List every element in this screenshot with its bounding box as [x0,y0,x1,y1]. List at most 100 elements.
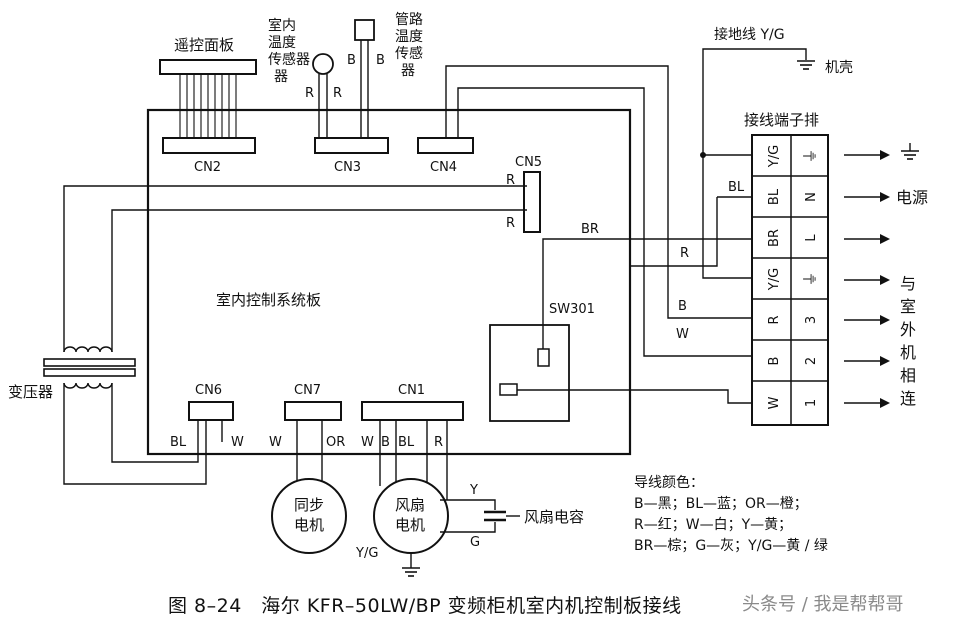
w-wire-label: W [676,327,689,342]
remote-panel-connector [159,59,257,75]
chassis-ground-icon [797,60,815,70]
remote-panel-wires [179,74,237,138]
legend-line-3: BR—棕；G—灰；Y/G—黄 / 绿 [634,537,828,554]
terminal-right-5: 3 [804,316,819,324]
cn6-wire-w: W [231,435,244,450]
sync-motor-label-2: 电机 [294,516,324,534]
pipe-sensor-label-4: 器 [401,63,415,79]
fan-motor-label-2: 电机 [395,516,425,534]
sw301-contact-upper [537,348,550,367]
power-label: 电源 [896,188,928,207]
fan-motor-label-1: 风扇 [395,496,425,514]
br-wire-label: BR [581,222,599,237]
cn2-label: CN2 [194,160,221,175]
terminal-right-1: ⏚ [801,148,819,163]
sw301-contact-lower [499,383,518,396]
remote-panel-label: 遥控面板 [174,36,234,54]
terminal-right-2: N [804,192,819,202]
pipe-sensor-wire-b1: B [347,53,356,68]
cn4-label: CN4 [430,160,457,175]
sw301-label: SW301 [549,302,595,317]
room-sensor-label-3: 传感器 [268,51,310,68]
sync-motor-icon [271,478,347,554]
cn1-wire-b: B [381,435,390,450]
cn6-connector [188,401,234,421]
room-sensor-wire-r2: R [333,86,342,101]
fan-cap-label: 风扇电容 [524,508,584,526]
room-sensor-label-1: 室内 [268,17,296,34]
terminal-left-7: W [767,396,782,409]
cn5-wire-r1: R [506,173,515,188]
cn1-wire-bl: BL [398,435,415,450]
control-board-outline [146,108,632,456]
legend-title: 导线颜色： [634,474,704,491]
cn4-connector [417,137,474,154]
sync-motor-label-1: 同步 [294,496,324,514]
cn6-label: CN6 [195,383,222,398]
chassis-label: 机壳 [825,59,853,76]
terminal-strip-label: 接线端子排 [744,111,819,129]
fan-cap-wire-g: G [470,535,480,550]
pipe-sensor-label-1: 管路 [395,12,423,28]
cn7-connector [284,401,342,421]
bl-wire-label: BL [728,180,745,195]
legend-line-2: R—红；W—白；Y—黄； [634,516,792,533]
outdoor-label-3: 外 [900,320,916,339]
ground-wire-label: 接地线 Y/G [714,26,785,43]
terminal-output-arrows [844,150,890,408]
earth-ground-icon [901,143,919,160]
control-board-label: 室内控制系统板 [216,291,321,309]
cn5-wire-r2: R [506,216,515,231]
cn1-wire-w: W [361,435,374,450]
cn3-connector [314,137,389,154]
pipe-sensor-wire-b2: B [376,53,385,68]
terminal-left-6: B [767,357,782,366]
terminal-right-4: ⏚ [801,271,819,286]
terminal-strip [751,134,829,426]
cn3-label: CN3 [334,160,361,175]
pipe-sensor-label-3: 传感 [395,45,423,62]
cn1-label: CN1 [398,383,425,398]
sw301-box [489,324,570,422]
cn7-label: CN7 [294,383,321,398]
outdoor-label-5: 相 [900,366,916,385]
terminal-left-3: BR [767,229,782,247]
room-sensor-label-4: 器 [274,69,288,85]
transformer-icon [43,346,136,389]
terminal-right-7: 1 [804,399,819,407]
figure-caption: 图 8–24 海尔 KFR–50LW/BP 变频柜机室内机控制板接线 [168,595,682,617]
fan-ground-icon [402,567,420,577]
terminal-left-4: Y/G [767,268,782,291]
room-temp-sensor-icon [312,53,334,75]
room-sensor-label-2: 温度 [268,35,296,51]
watermark: 头条号 / 我是帮帮哥 [742,594,904,615]
fan-capacitor-icon [484,510,506,522]
cn1-connector [361,401,464,421]
pipe-sensor-label-2: 温度 [395,29,423,45]
transformer-label: 变压器 [8,383,53,401]
terminal-left-2: BL [767,188,782,205]
terminal-left-1: Y/G [767,145,782,168]
cn6-wire-bl: BL [170,435,187,450]
outdoor-label-6: 连 [900,389,916,408]
r-wire-label: R [680,246,689,261]
terminal-left-5: R [767,315,782,324]
terminal-right-6: 2 [804,357,819,365]
legend-line-1: B—黑；BL—蓝；OR—橙； [634,496,808,512]
cn7-wire-or: OR [326,435,345,450]
cn1-wire-r: R [434,435,443,450]
outdoor-label-4: 机 [900,343,916,362]
cn5-connector [523,171,541,233]
outdoor-label-1: 与 [900,274,916,293]
b-wire-label: B [678,299,687,314]
cn2-connector [162,137,256,154]
room-sensor-wire-r1: R [305,86,314,101]
terminal-right-3: L [804,234,819,242]
outdoor-label-2: 室 [900,297,916,316]
fan-ground-wire-yg: Y/G [355,546,378,561]
pipe-temp-sensor-icon [354,19,375,41]
cn7-wire-w: W [269,435,282,450]
cn5-label: CN5 [515,155,542,170]
fan-cap-wire-y: Y [469,483,478,498]
